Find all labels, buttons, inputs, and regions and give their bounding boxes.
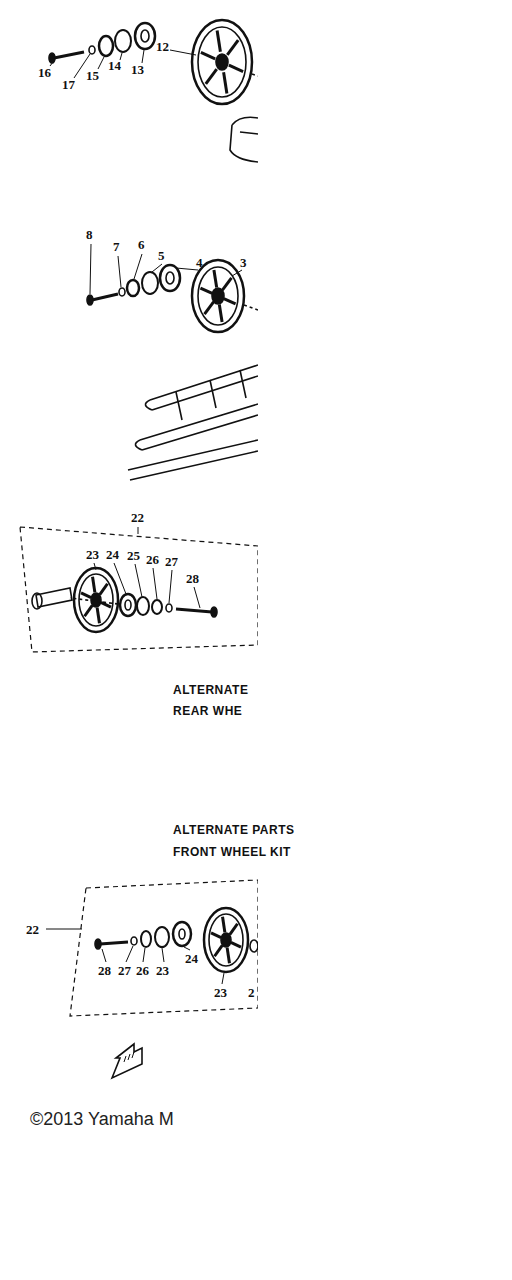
callout-number: 27 <box>165 555 178 568</box>
wheel-spoke <box>219 304 222 322</box>
idler-wheel <box>192 260 244 332</box>
wheel-spoke <box>201 52 215 58</box>
idler-wheel <box>192 20 252 104</box>
axle-arm <box>32 588 72 609</box>
callout-number: 26 <box>146 553 159 566</box>
wheel-spoke <box>217 31 220 52</box>
slide-rail-frame <box>128 365 258 480</box>
bearing <box>160 265 180 291</box>
wheel-spoke <box>200 288 212 293</box>
callout-number: 23 <box>86 548 99 561</box>
washer <box>131 937 137 945</box>
wheel-spoke <box>222 278 231 290</box>
callout-number: 17 <box>62 78 75 91</box>
callout-number: 8 <box>86 228 93 241</box>
wheel-spoke <box>81 593 91 598</box>
bolt <box>95 939 128 949</box>
leader-lines <box>94 527 200 608</box>
kit-heading: FRONT WHEEL KIT <box>173 846 291 858</box>
wheel-spoke <box>227 40 238 55</box>
callout-number: 2 <box>248 986 255 999</box>
kit-heading: ALTERNATE PARTS <box>173 824 295 836</box>
callout-number: 13 <box>131 63 144 76</box>
washer <box>89 46 95 54</box>
wheel-spoke <box>223 917 225 933</box>
wheel-spoke <box>214 270 217 288</box>
wheel-spoke <box>100 584 108 595</box>
callout-number: 7 <box>113 240 120 253</box>
leader-line <box>46 929 82 930</box>
callout-number: 25 <box>127 549 140 562</box>
seal <box>141 931 151 947</box>
callout-number: 12 <box>156 40 169 53</box>
wheel-spoke <box>229 65 243 71</box>
ring <box>142 272 158 294</box>
bearing <box>135 23 155 49</box>
idler-wheel <box>204 908 248 972</box>
callout-number: 26 <box>136 964 149 977</box>
wheel-spoke <box>205 302 214 314</box>
leader-lines <box>102 946 224 984</box>
seal <box>127 280 139 296</box>
wheel-spoke <box>211 933 221 938</box>
callout-number: 27 <box>118 964 131 977</box>
wheel-spoke <box>85 605 93 616</box>
kit-heading: ALTERNATE <box>173 684 248 696</box>
callout-number: 15 <box>86 69 99 82</box>
callout-number: 5 <box>158 249 165 262</box>
bolt <box>87 294 118 305</box>
wheel-spoke <box>206 69 217 84</box>
wheel-spoke <box>215 945 223 956</box>
kit-heading: REAR WHE <box>173 705 242 717</box>
leader-lines <box>90 244 242 294</box>
callout-number: 24 <box>106 548 119 561</box>
callout-number: 14 <box>108 59 121 72</box>
callout-number: 4 <box>196 256 203 269</box>
wheel-spoke <box>224 72 227 93</box>
callout-number: 28 <box>98 964 111 977</box>
ring <box>155 927 169 947</box>
washer <box>119 288 125 296</box>
seal <box>99 36 113 56</box>
axle-end <box>250 940 258 952</box>
bearing <box>120 594 136 616</box>
callout-number: 16 <box>38 66 51 79</box>
ring <box>115 30 131 52</box>
wheel-spoke <box>93 577 95 593</box>
callout-number: 28 <box>186 572 199 585</box>
washer <box>166 604 172 612</box>
forward-arrow <box>112 1044 142 1078</box>
kit-outline <box>70 880 258 1016</box>
seal <box>152 600 162 614</box>
callout-number: 23 <box>214 986 227 999</box>
housing <box>230 117 258 162</box>
callout-number: 22 <box>131 511 144 524</box>
wheel-spoke <box>224 299 236 304</box>
copyright-notice: ©2013 Yamaha M <box>30 1110 174 1128</box>
wheel-spoke <box>227 948 229 964</box>
callout-number: 23 <box>156 964 169 977</box>
wheel-spoke <box>230 924 238 935</box>
callout-number: 3 <box>240 256 247 269</box>
wheel-spoke <box>97 608 99 624</box>
callout-number: 24 <box>185 952 198 965</box>
callout-number: 6 <box>138 238 145 251</box>
leader-lines <box>50 50 196 78</box>
bolt <box>176 607 217 617</box>
wheel-spoke <box>231 942 241 947</box>
kit-outline <box>20 527 258 652</box>
ring <box>137 597 149 615</box>
bolt <box>49 52 84 63</box>
callout-number: 22 <box>26 923 39 936</box>
bearing <box>173 922 191 946</box>
